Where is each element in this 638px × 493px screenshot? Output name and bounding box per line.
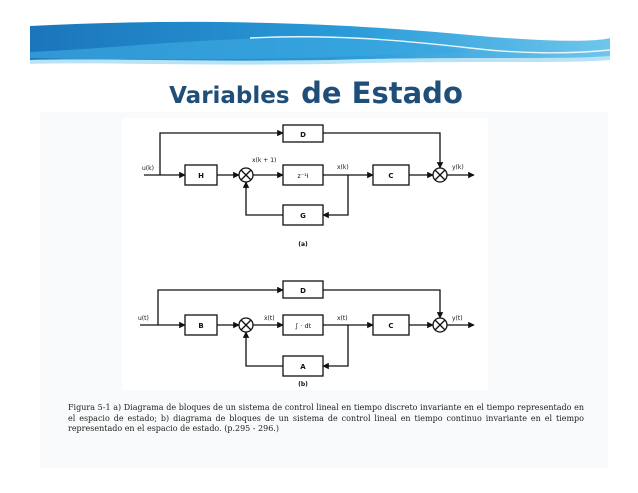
block-a-label: A <box>300 363 306 371</box>
caption-label-b: (b) <box>298 381 308 388</box>
block-diagrams: u(k) H x(k + 1) z⁻¹I x(k) C D G y(k) (a)… <box>138 124 475 388</box>
block-b-label: B <box>198 322 203 330</box>
caption-label-a: (a) <box>298 241 308 248</box>
title-word-variables: Variables <box>169 83 290 109</box>
signal-x-dot-t: ẋ(t) <box>264 315 275 322</box>
title-words-de-estado: de Estado <box>301 76 463 110</box>
block-delay-label: z⁻¹I <box>297 172 308 180</box>
diagram-b <box>140 280 475 377</box>
block-c-label-b: C <box>388 322 393 330</box>
header-banner <box>30 21 611 65</box>
block-diagram-figure: u(k) H x(k + 1) z⁻¹I x(k) C D G y(k) (a)… <box>122 118 488 390</box>
block-integrator-label: ∫ · dt <box>295 322 312 330</box>
signal-y-k: y(k) <box>452 164 464 171</box>
signal-x-k: x(k) <box>337 164 349 171</box>
figure-caption: Figura 5-1 a) Diagrama de bloques de un … <box>68 403 584 434</box>
signal-x-t: x(t) <box>337 315 348 322</box>
signal-x-k-plus-1: x(k + 1) <box>252 157 276 164</box>
signal-u-k: u(k) <box>142 165 154 172</box>
signal-u-t: u(t) <box>138 315 149 322</box>
block-d-label-a: D <box>300 131 306 139</box>
block-c-label-a: C <box>388 172 393 180</box>
block-d-label-b: D <box>300 287 306 295</box>
block-g-label: G <box>300 212 306 220</box>
slide-title: Variables de Estado <box>0 76 638 110</box>
block-h-label: H <box>198 172 204 180</box>
signal-y-t: y(t) <box>452 315 463 322</box>
diagram-a <box>144 124 475 226</box>
